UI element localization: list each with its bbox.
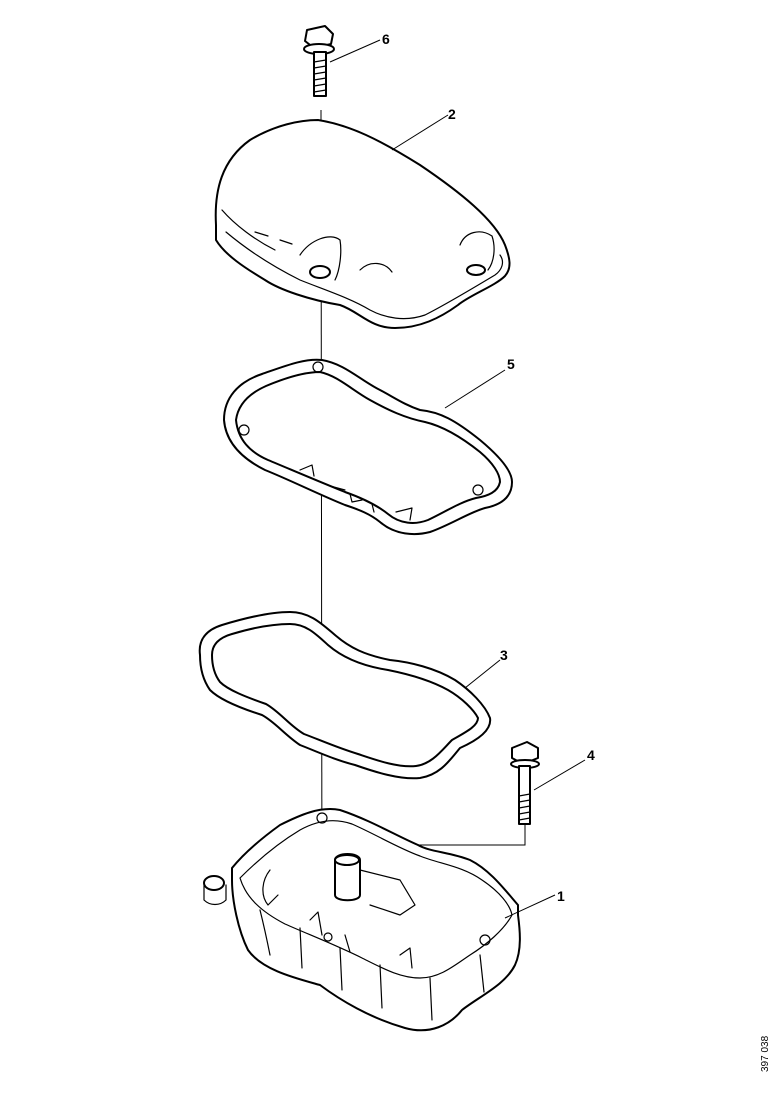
housing-part-1 — [203, 808, 521, 1032]
callout-4: 4 — [587, 747, 595, 763]
flange-bolt-part-6 — [303, 25, 335, 97]
upper-gasket-part-5 — [223, 358, 513, 536]
callout-2: 2 — [448, 106, 456, 122]
leader-2 — [391, 114, 449, 151]
leader-5 — [444, 369, 506, 409]
figure-number: 397 038 — [760, 1035, 771, 1072]
callout-1: 1 — [557, 888, 565, 904]
leader-6 — [329, 39, 381, 63]
leader-4 — [533, 759, 586, 791]
lower-gasket-part-3 — [198, 611, 492, 780]
leader-1 — [504, 894, 556, 919]
callout-3: 3 — [500, 647, 508, 663]
bolt-part-4 — [347, 741, 540, 860]
leader-3 — [464, 659, 501, 689]
callout-5: 5 — [507, 356, 515, 372]
cover-part-2 — [214, 119, 511, 329]
callout-6: 6 — [382, 31, 390, 47]
